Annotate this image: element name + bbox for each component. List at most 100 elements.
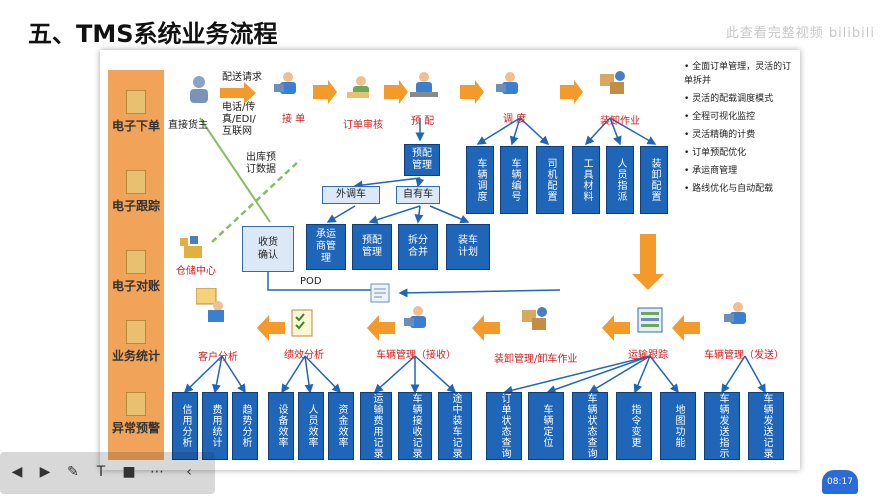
box-line: 商管: [316, 241, 336, 252]
bottom-box: 趋势分析: [232, 392, 258, 460]
box-line: 预配: [362, 235, 382, 246]
bottom-box: 车辆定位: [528, 392, 564, 460]
shipper-person-icon: [185, 74, 213, 104]
loading-unloading-label: 装卸管理/卸车作业: [494, 354, 578, 365]
document-icon: [126, 392, 146, 416]
document-icon: [126, 320, 146, 344]
dispatch-label: 调 度: [503, 114, 527, 125]
vehicle-mgmt-send-label: 车辆管理（发送）: [704, 350, 784, 361]
own-vehicle-box: 自有车: [396, 186, 440, 204]
forecast-line: 订数据: [246, 164, 276, 175]
vehicle-send-workstation-icon: [722, 300, 750, 330]
bottom-box: 设备效率: [268, 392, 294, 460]
outsourced-vehicle-box: 外调车: [322, 186, 380, 204]
bullet-item: • 全面订单管理，灵活的订单拆并: [684, 62, 792, 86]
box-line: 计划: [458, 247, 478, 258]
pen-icon[interactable]: ✎: [67, 464, 79, 480]
forecast-line: 出库预: [246, 152, 276, 163]
left-item-stats: 业务统计: [108, 320, 164, 364]
carrier-mgmt-box: 承运 商管 理: [306, 224, 346, 270]
receipt-confirm-box: 收货 确认: [242, 226, 294, 272]
left-category-bar: 电子下单 电子跟踪 电子对账 业务统计 异常预警: [108, 70, 164, 460]
bullet-item: • 承运商管理: [684, 166, 738, 176]
collapse-icon[interactable]: ‹: [186, 464, 192, 480]
bottom-box: 运输费用记录: [360, 392, 392, 460]
dispatch-box: 车辆编号: [500, 146, 528, 214]
left-item-warning: 异常预警: [108, 392, 164, 436]
checklist-icon: [288, 308, 316, 338]
bottom-box: 订单状态查询: [486, 392, 522, 460]
bottom-box: 车辆状态查询: [572, 392, 608, 460]
box-line: 理: [321, 253, 331, 264]
bottom-box: 信用分析: [172, 392, 198, 460]
box-line: 承运: [316, 229, 336, 240]
bottom-box: 车辆发送记录: [748, 392, 784, 460]
left-item-order: 电子下单: [108, 90, 164, 134]
left-item-tracking: 电子跟踪: [108, 170, 164, 214]
camera-icon[interactable]: ■: [122, 464, 136, 480]
box-line: 合并: [408, 247, 428, 258]
warehouse-label: 仓储中心: [176, 266, 216, 277]
watermark: 此查看完整视频 bilibili: [725, 26, 875, 41]
bullet-item: • 灵活精确的计费: [684, 130, 756, 140]
loading-ops-label: 装卸作业: [600, 116, 640, 127]
direct-shipper-label: 直接货主: [168, 120, 208, 131]
text-icon[interactable]: T: [96, 464, 106, 480]
customer-analysis-label: 客户分析: [198, 352, 238, 363]
pod-document-icon: [368, 282, 396, 312]
preassign-workstation-icon: [410, 70, 438, 100]
left-item-label: 业务统计: [111, 349, 160, 363]
playback-time-badge: 08:17: [822, 470, 858, 494]
bottom-box: 资金效率: [328, 392, 354, 460]
loading-plan-box: 装车 计划: [446, 224, 490, 270]
dispatch-request-label: 配送请求: [222, 72, 262, 83]
split-merge-box: 拆分 合并: [398, 224, 438, 270]
channel-line: 互联网: [222, 126, 252, 137]
box-line: 预配: [412, 148, 432, 159]
tracking-screen-icon: [636, 306, 664, 336]
channels-label: 电话/传 真/EDI/ 互联网: [222, 102, 256, 138]
box-line: 装车: [458, 235, 478, 246]
page-title: 五、TMS系统业务流程: [28, 20, 278, 48]
receive-order-label: 接 单: [282, 114, 306, 125]
bullet-item: • 订单预配优化: [684, 148, 747, 158]
bottom-box: 指令变更: [616, 392, 652, 460]
order-review-label: 订单审核: [343, 120, 383, 131]
left-item-label: 电子对账: [111, 279, 160, 293]
outbound-forecast-label: 出库预 订数据: [246, 152, 276, 176]
dispatch-box: 司机配置: [536, 146, 564, 214]
bullet-item: • 全程可视化监控: [684, 112, 756, 122]
warehouse-icon: [178, 232, 206, 262]
dispatch-box: 人员指派: [606, 146, 634, 214]
bullet-item: • 灵活的配载调度模式: [684, 94, 774, 104]
next-icon[interactable]: ▶: [39, 464, 51, 480]
transport-tracking-label: 运输跟踪: [628, 350, 668, 361]
dispatch-workstation-icon: [494, 70, 522, 100]
channel-line: 真/EDI/: [222, 114, 256, 125]
feature-bullet-list: • 全面订单管理，灵活的订单拆并 • 灵活的配载调度模式 • 全程可视化监控 •…: [684, 60, 798, 200]
bottom-box: 地图功能: [660, 392, 696, 460]
dispatch-box: 车辆调度: [466, 146, 494, 214]
box-line: 拆分: [408, 235, 428, 246]
document-icon: [126, 170, 146, 194]
review-workstation-icon: [345, 74, 373, 104]
pod-label: POD: [300, 276, 322, 287]
vehicle-receive-workstation-icon: [402, 304, 430, 334]
box-line: 收货: [258, 237, 278, 248]
vehicle-mgmt-receive-label: 车辆管理（接收）: [376, 350, 456, 361]
left-item-label: 异常预警: [111, 421, 160, 435]
unloading-boxes-icon: [520, 304, 548, 334]
prev-icon[interactable]: ◀: [11, 464, 23, 480]
bottom-box: 途中装车记录: [438, 392, 472, 460]
pre-assign-label: 预 配: [411, 116, 435, 127]
box-line: 管理: [412, 160, 432, 171]
dispatch-box: 装卸配置: [640, 146, 668, 214]
more-icon[interactable]: ⋯: [150, 464, 164, 480]
box-line: 确认: [258, 250, 278, 261]
bottom-box: 人员效率: [298, 392, 324, 460]
player-control-bar: [0, 452, 215, 494]
left-item-reconcile: 电子对账: [108, 250, 164, 294]
customer-analysis-icon: [195, 287, 224, 322]
bottom-box: 费用统计: [202, 392, 228, 460]
